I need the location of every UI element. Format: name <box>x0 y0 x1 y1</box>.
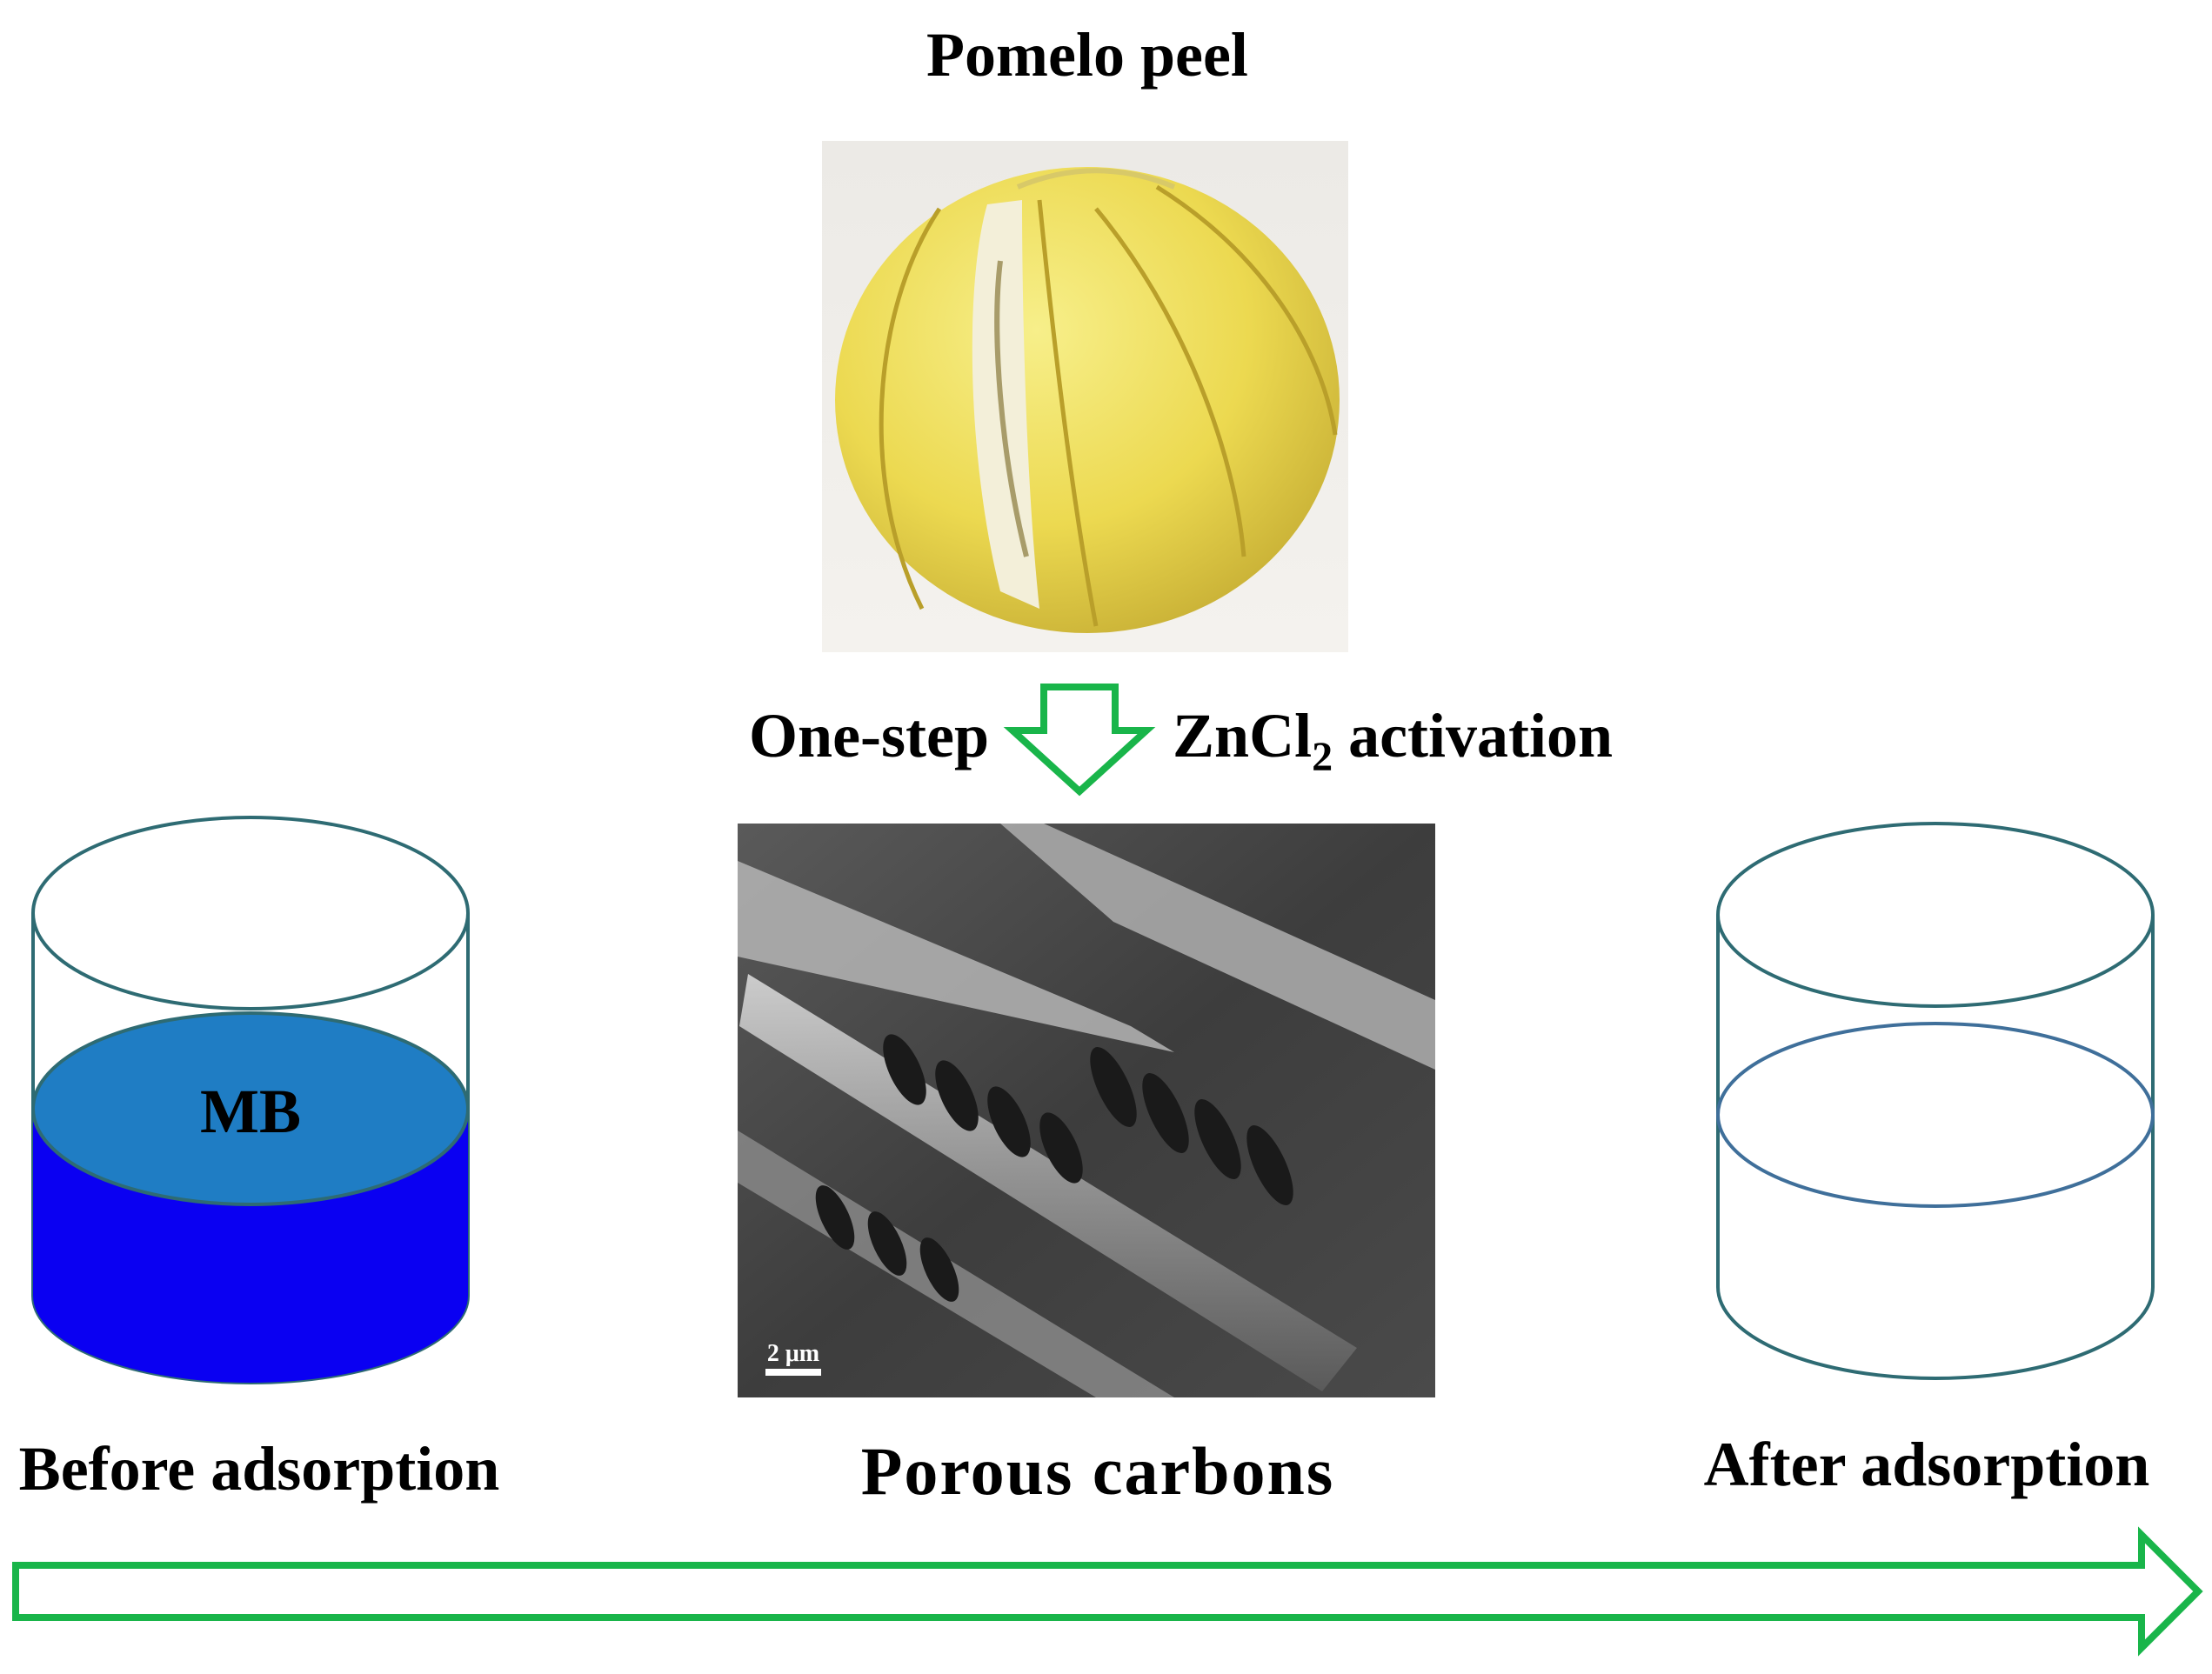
porous-carbons-label: Porous carbons <box>861 1433 1334 1509</box>
mb-label: MB <box>200 1077 301 1146</box>
after-adsorption-label: After adsorption <box>1704 1430 2150 1499</box>
beaker-before: MB <box>31 816 470 1384</box>
step-right-label: ZnCl2 activation <box>1173 701 1613 780</box>
sem-image: 2 μm <box>738 824 1435 1397</box>
clear-liquid-surface <box>1716 1022 2155 1208</box>
step-right-subscript: 2 <box>1312 734 1333 780</box>
step-right-suffix: activation <box>1333 701 1613 770</box>
scale-bar-label: 2 μm <box>767 1340 819 1367</box>
pomelo-photo <box>822 141 1348 652</box>
step-left-label: One-step <box>749 701 989 770</box>
step-right-prefix: ZnCl <box>1173 701 1312 770</box>
down-arrow-icon <box>1003 684 1156 797</box>
before-adsorption-label: Before adsorption <box>19 1434 500 1504</box>
scale-bar <box>765 1369 821 1376</box>
right-arrow-icon <box>12 1526 2203 1657</box>
beaker-after <box>1716 822 2155 1380</box>
mb-liquid-surface <box>31 1011 470 1206</box>
title-pomelo-peel: Pomelo peel <box>926 20 1248 90</box>
